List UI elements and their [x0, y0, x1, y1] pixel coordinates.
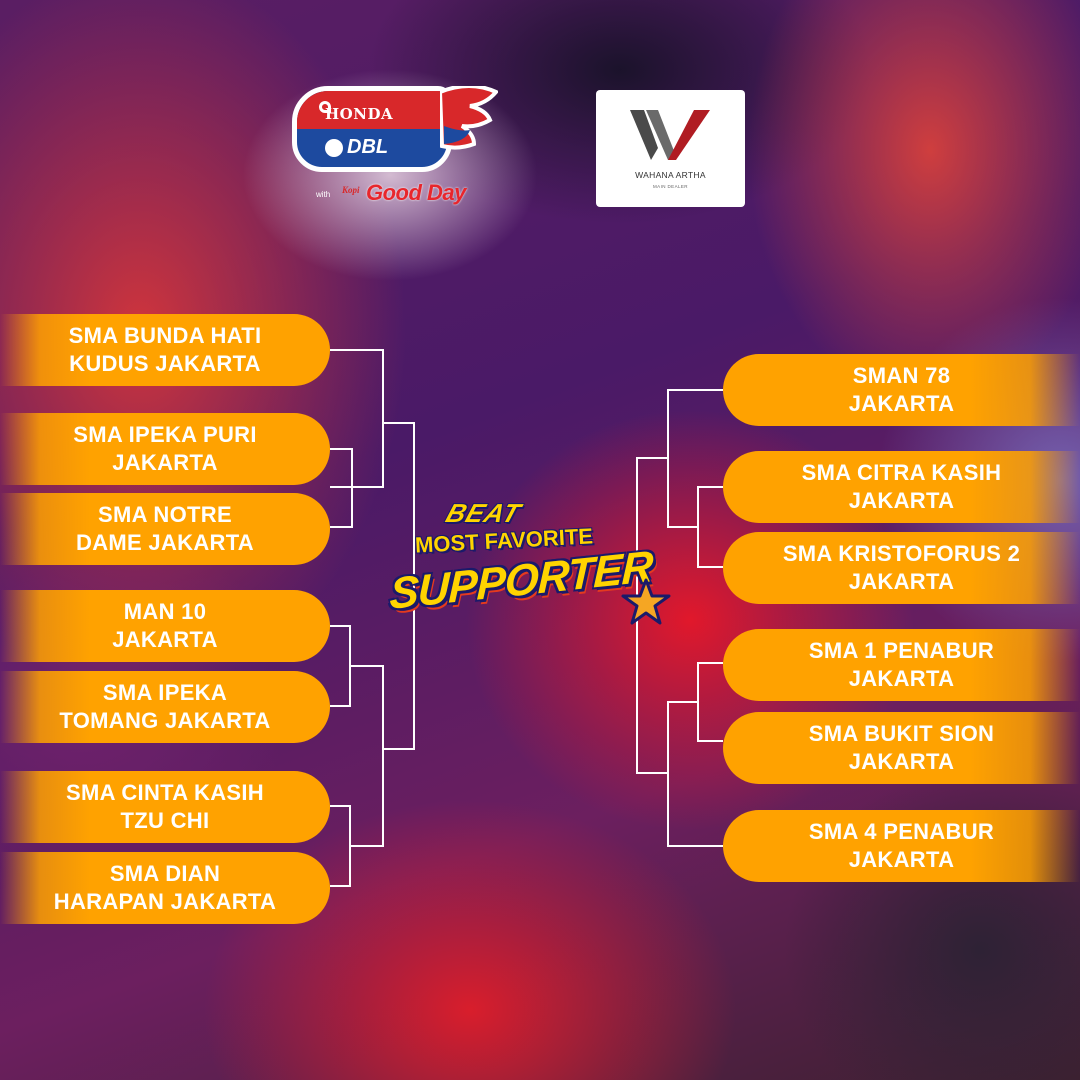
wahana-subtitle-text: MAIN DEALER: [653, 184, 688, 189]
dbl-text: DBL: [347, 136, 389, 158]
honda-brand-text: HONDA: [325, 105, 394, 123]
team-pill-right: SMA 4 PENABUR JAKARTA: [723, 810, 1080, 882]
team-pill-left: SMA BUNDA HATI KUDUS JAKARTA: [0, 314, 330, 386]
team-pill-left: MAN 10 JAKARTA: [0, 590, 330, 662]
team-pill-left: SMA IPEKA PURI JAKARTA: [0, 413, 330, 485]
team-pill-left: SMA DIAN HARAPAN JAKARTA: [0, 852, 330, 924]
star-icon: [621, 578, 671, 625]
honda-dbl-logo: HONDA DBL with Kopi Good Day: [292, 86, 498, 216]
team-pill-right: SMA CITRA KASIH JAKARTA: [723, 451, 1080, 523]
with-text: with: [316, 190, 331, 199]
beat-brand-text: BEAT: [442, 498, 525, 528]
good-day-logo-text: Good Day: [366, 180, 466, 205]
team-pill-left: SMA IPEKA TOMANG JAKARTA: [0, 671, 330, 743]
wing-feathers-icon: [440, 86, 498, 150]
team-pill-right: SMAN 78 JAKARTA: [723, 354, 1080, 426]
honda-wing-icon: [319, 101, 331, 113]
honda-dbl-badge: HONDA DBL: [292, 86, 452, 172]
team-pill-left: SMA NOTRE DAME JAKARTA: [0, 493, 330, 565]
wahana-w-mark-icon: [630, 110, 710, 160]
team-pill-right: SMA KRISTOFORUS 2 JAKARTA: [723, 532, 1080, 604]
team-pill-right: SMA 1 PENABUR JAKARTA: [723, 629, 1080, 701]
basketball-icon: [325, 139, 343, 157]
kopi-text: Kopi: [342, 185, 360, 195]
beat-most-favorite-supporter-title: BEAT MOST FAVORITE SUPPORTER: [385, 498, 685, 640]
team-pill-right: SMA BUKIT SION JAKARTA: [723, 712, 1080, 784]
team-pill-left: SMA CINTA KASIH TZU CHI: [0, 771, 330, 843]
wahana-name-text: WAHANA ARTHA: [635, 170, 706, 180]
wahana-artha-logo: WAHANA ARTHA MAIN DEALER: [596, 90, 745, 207]
